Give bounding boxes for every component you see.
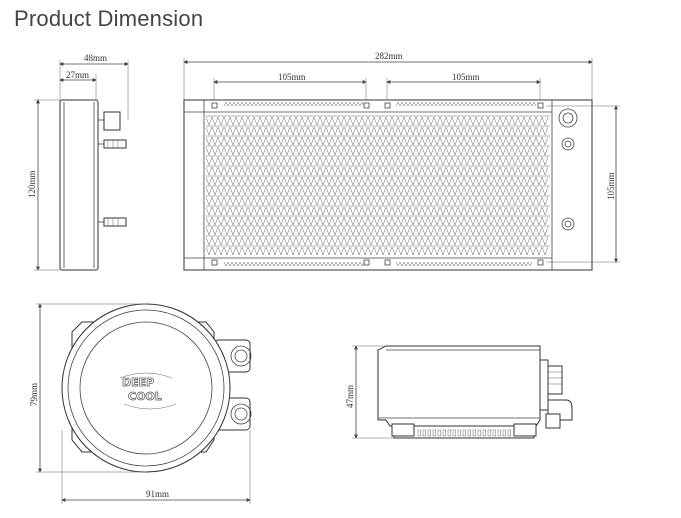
side-height-label: 120mm — [27, 170, 37, 198]
fan-spacing-1-label: 105mm — [278, 72, 306, 82]
side-width-total-label: 48mm — [84, 53, 107, 63]
port-spacing-label: 105mm — [606, 172, 616, 200]
radiator-front-view: 282mm 105mm 105mm — [183, 51, 620, 271]
side-width-body-label: 27mm — [66, 70, 89, 80]
pump-height-label: 79mm — [29, 383, 39, 406]
logo-line-2: COOL — [128, 390, 162, 403]
logo-line-1: DEEP — [122, 376, 154, 389]
radiator-fins — [205, 115, 550, 256]
front-length-label: 282mm — [375, 51, 403, 61]
pump-side-view: 47mm — [345, 345, 573, 439]
pump-side-height-label: 47mm — [345, 385, 355, 408]
radiator-side-view: 48mm 27mm 120mm — [27, 53, 129, 271]
pump-base-teeth — [417, 429, 511, 437]
page-title: Product Dimension — [14, 6, 204, 31]
fan-spacing-2-label: 105mm — [452, 72, 480, 82]
pump-width-label: 91mm — [146, 489, 169, 499]
pump-top-view: DEEP COOL 79mm 91mm — [29, 303, 252, 504]
